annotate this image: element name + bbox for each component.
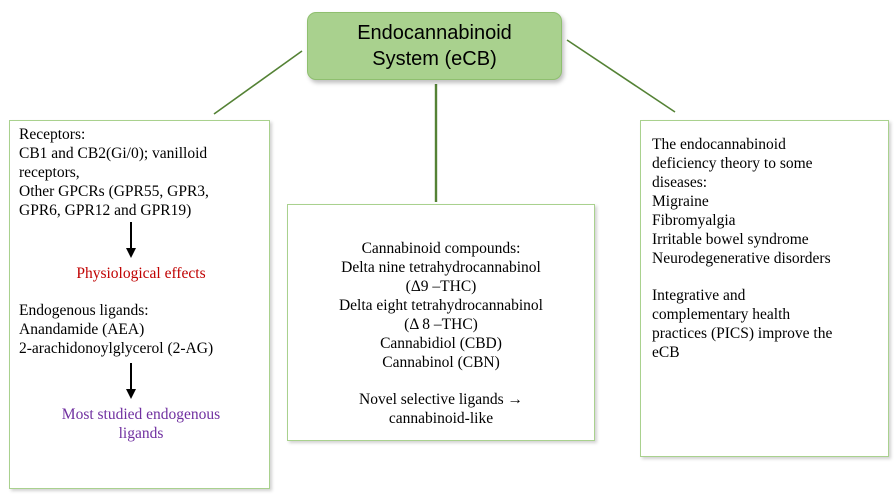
down-arrow-icon [126, 363, 136, 399]
disease-item: Fibromyalgia [652, 212, 736, 229]
endocannabinoid-system-title-box: Endocannabinoid System (eCB) [307, 12, 562, 80]
pics-line: eCB [652, 344, 680, 361]
title-line-1: Endocannabinoid [357, 22, 512, 44]
deficiency-theory-panel: The endocannabinoid deficiency theory to… [640, 120, 889, 457]
compound-line: Cannabinol (CBN) [382, 354, 500, 371]
cannabinoid-compounds-panel: Cannabinoid compounds: Delta nine tetrah… [287, 204, 595, 441]
theory-line: deficiency theory to some [652, 155, 813, 172]
novel-ligands-line: cannabinoid-like [388, 410, 494, 427]
ligand-line: 2-arachidonoylglycerol (2-AG) [19, 340, 214, 357]
connector-right [566, 39, 676, 113]
receptors-line: Other GPCRs (GPR55, GPR3, [19, 183, 209, 200]
compound-line: (Δ 8 –THC) [404, 316, 478, 333]
pics-line: complementary health [652, 306, 791, 323]
connector-left [213, 50, 303, 115]
compound-line: Cannabinoid compounds: [361, 240, 521, 257]
receptors-line: GPR6, GPR12 and GPR19) [19, 202, 192, 219]
title-line-2: System (eCB) [372, 48, 497, 70]
disease-item: Neurodegenerative disorders [652, 250, 831, 267]
most-studied-label: ligands [118, 425, 164, 442]
receptors-ligands-panel: Receptors: CB1 and CB2(Gi/0); vanilloid … [9, 120, 270, 489]
novel-ligands-line: Novel selective ligands → [359, 391, 523, 408]
ligand-line: Anandamide (AEA) [19, 321, 145, 338]
receptors-heading: Receptors: [19, 126, 86, 143]
most-studied-label: Most studied endogenous [61, 406, 221, 423]
physiological-effects-label: Physiological effects [76, 265, 206, 282]
pics-line: Integrative and [652, 287, 746, 304]
compound-line: Cannabidiol (CBD) [380, 335, 502, 352]
receptors-line: receptors, [19, 164, 80, 181]
compound-line: Delta nine tetrahydrocannabinol [341, 259, 541, 276]
disease-item: Migraine [652, 193, 709, 210]
compound-line: Delta eight tetrahydrocannabinol [338, 297, 543, 314]
disease-item: Irritable bowel syndrome [652, 231, 809, 248]
ligands-heading: Endogenous ligands: [19, 302, 149, 319]
compound-line: (Δ9 –THC) [405, 278, 477, 295]
theory-line: The endocannabinoid [652, 136, 786, 153]
down-arrow-icon [126, 222, 136, 258]
receptors-line: CB1 and CB2(Gi/0); vanilloid [19, 145, 208, 162]
pics-line: practices (PICS) improve the [652, 325, 833, 342]
down-arrow-2 [19, 361, 263, 401]
theory-line: diseases: [652, 174, 708, 191]
down-arrow-1 [19, 220, 263, 260]
